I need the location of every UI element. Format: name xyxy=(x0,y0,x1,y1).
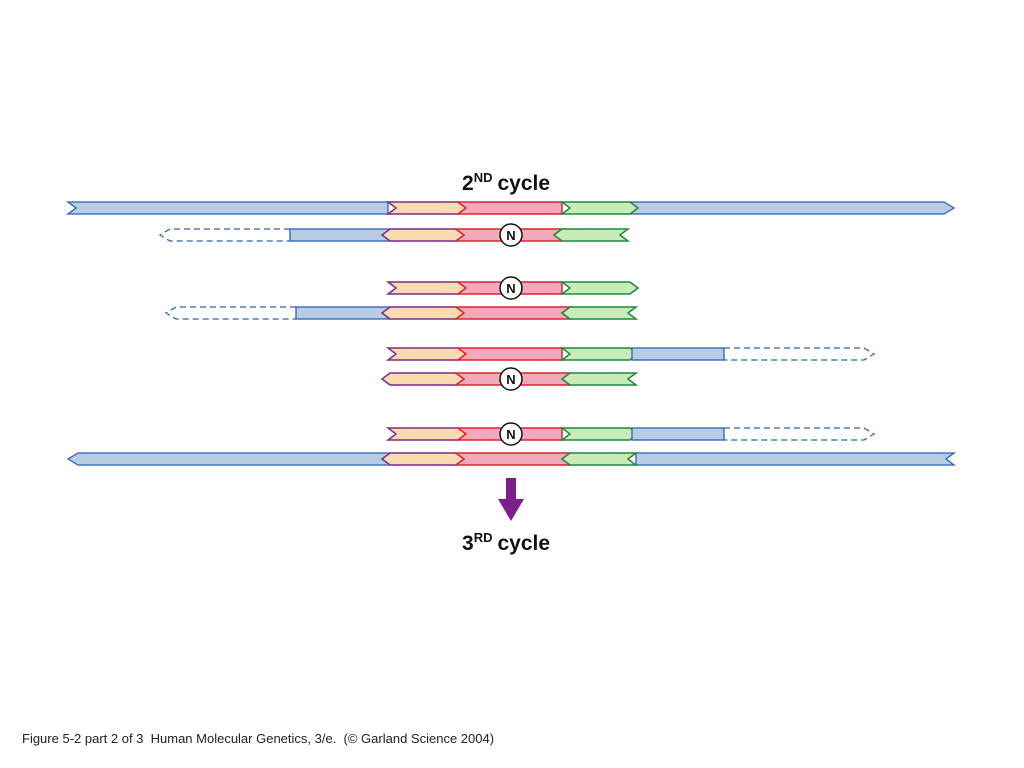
svg-text:N: N xyxy=(506,427,515,442)
mutation-marker-N: N xyxy=(499,367,523,391)
short-product-with-mutation-1: N xyxy=(385,276,640,300)
mutation-marker-N: N xyxy=(499,276,523,300)
short-product-with-mutation-2: N xyxy=(380,367,639,391)
svg-text:N: N xyxy=(506,281,515,296)
template-strand-top xyxy=(66,201,956,215)
new-strand-with-mutation-2: N xyxy=(385,422,876,446)
new-strand-with-mutation-1: N xyxy=(158,223,631,247)
new-strand-3 xyxy=(385,347,876,361)
mutation-marker-N: N xyxy=(499,223,523,247)
new-strand-2 xyxy=(164,306,639,320)
figure-caption: Figure 5-2 part 2 of 3 Human Molecular G… xyxy=(22,731,495,746)
svg-text:N: N xyxy=(506,372,515,387)
down-arrow-icon xyxy=(498,478,524,521)
svg-text:N: N xyxy=(506,228,515,243)
mutation-marker-N: N xyxy=(499,422,523,446)
template-strand-bottom xyxy=(66,452,956,466)
